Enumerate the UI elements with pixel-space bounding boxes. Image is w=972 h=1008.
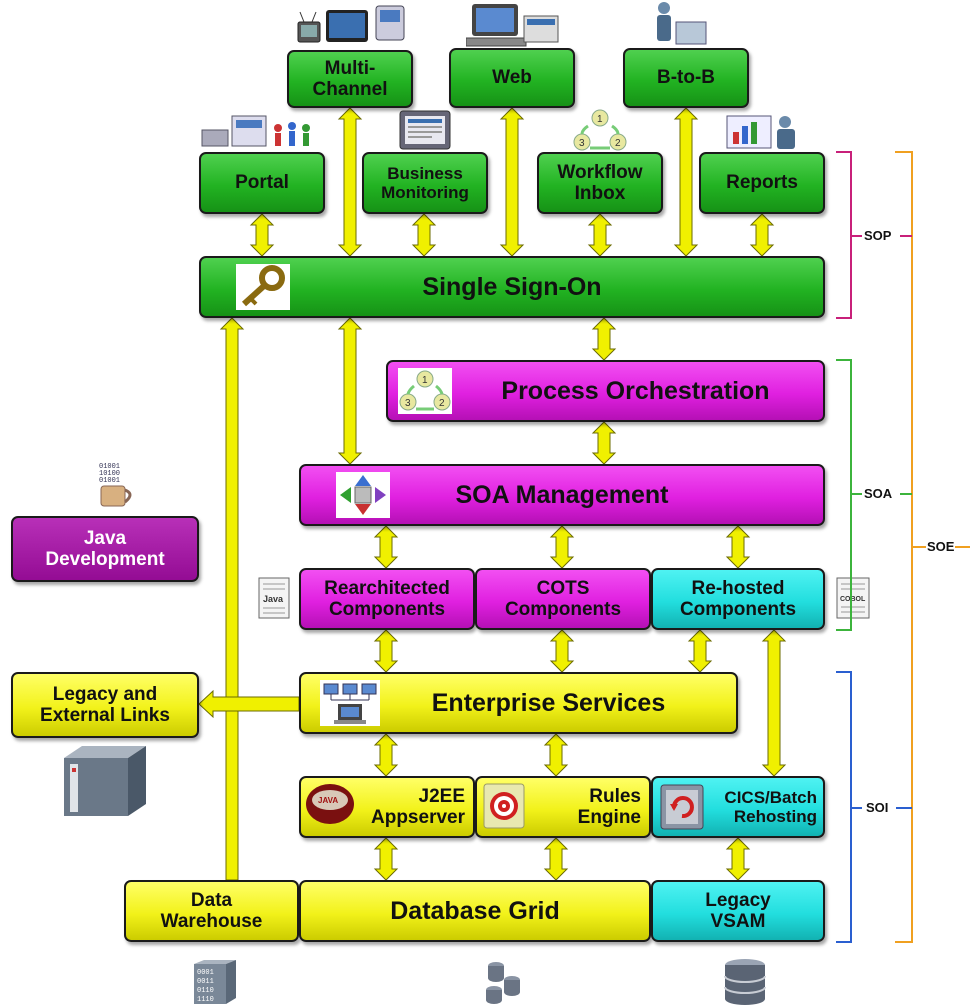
single-sign-on-label: Single Sign-On (422, 273, 602, 301)
workflow-cycle-icon: 1 3 2 (573, 109, 627, 151)
workflow-inbox-box[interactable]: Workflow Inbox (537, 152, 663, 214)
monitoring-screen-icon (399, 110, 451, 150)
network-computers-icon (320, 680, 380, 726)
multi-channel-box[interactable]: Multi- Channel (287, 50, 413, 108)
data-warehouse-box[interactable]: Data Warehouse (124, 880, 299, 942)
sop-brace (836, 151, 862, 319)
b2b-box[interactable]: B-to-B (623, 48, 749, 108)
svg-text:3: 3 (405, 398, 411, 409)
web-box[interactable]: Web (449, 48, 575, 108)
java-coffee-binary-icon: 01001 10100 01001 (99, 463, 132, 507)
devices-icon (297, 5, 405, 43)
business-person-icon (657, 2, 707, 45)
reports-chart-icon (726, 115, 795, 149)
process-orchestration-label: Process Orchestration (501, 377, 770, 405)
soi-label: SOI (865, 800, 890, 815)
binary-text-3: 01001 (99, 477, 120, 485)
rehosted-components-box[interactable]: Re-hosted Components (651, 568, 825, 630)
rules-target-icon (483, 783, 525, 829)
database-cluster-icon (486, 962, 520, 1004)
sop-label: SOP (863, 228, 893, 243)
svg-text:1: 1 (597, 114, 603, 125)
rearchitected-components-box[interactable]: Rearchitected Components (299, 568, 475, 630)
java-doc-text: Java (263, 594, 284, 604)
portal-box[interactable]: Portal (199, 152, 325, 214)
soa-network-icon (336, 472, 390, 518)
reports-box[interactable]: Reports (699, 152, 825, 214)
database-grid-box[interactable]: Database Grid (299, 880, 651, 942)
rehost-cycle-icon (660, 784, 704, 830)
soe-label: SOE (926, 539, 956, 554)
enterprise-services-label: Enterprise Services (431, 689, 666, 717)
binary-text-2: 10100 (99, 470, 120, 478)
java-cup-icon: JAVA (306, 784, 354, 824)
soa-label: SOA (863, 486, 894, 501)
svg-text:1110: 1110 (197, 996, 214, 1004)
svg-text:3: 3 (579, 138, 585, 149)
process-cycle-icon: 1 3 2 (398, 368, 452, 414)
process-orchestration-box[interactable]: Process Orchestration (386, 360, 825, 422)
java-document-icon: Java (258, 577, 290, 619)
soa-management-label: SOA Management (455, 481, 669, 509)
cots-components-box[interactable]: COTS Components (475, 568, 651, 630)
database-grid-label: Database Grid (390, 897, 560, 925)
binary-text-1: 01001 (99, 463, 120, 471)
soi-brace (836, 671, 862, 943)
data-warehouse-building-icon: 0001 0011 0110 1110 (194, 960, 236, 1004)
soa-brace (836, 359, 862, 631)
legacy-vsam-box[interactable]: Legacy VSAM (651, 880, 825, 942)
business-monitoring-box[interactable]: Business Monitoring (362, 152, 488, 214)
svg-text:0011: 0011 (197, 978, 214, 986)
database-cylinder-icon (724, 959, 766, 1005)
java-cup-text: JAVA (318, 796, 338, 805)
svg-text:2: 2 (615, 138, 621, 149)
svg-text:2: 2 (439, 398, 445, 409)
cobol-document-icon: COBOL (836, 577, 870, 619)
java-development-box[interactable]: Java Development (11, 516, 199, 582)
computer-icon (466, 4, 559, 47)
legacy-external-links-box[interactable]: Legacy and External Links (11, 672, 199, 738)
svg-text:0110: 0110 (197, 987, 214, 995)
key-icon (236, 264, 290, 310)
svg-text:1: 1 (422, 375, 428, 386)
portal-users-icon (201, 115, 310, 147)
svg-text:0001: 0001 (197, 969, 214, 977)
server-rack-icon (64, 746, 146, 816)
single-sign-on-box[interactable]: Single Sign-On (199, 256, 825, 318)
cobol-doc-text: COBOL (840, 596, 866, 603)
